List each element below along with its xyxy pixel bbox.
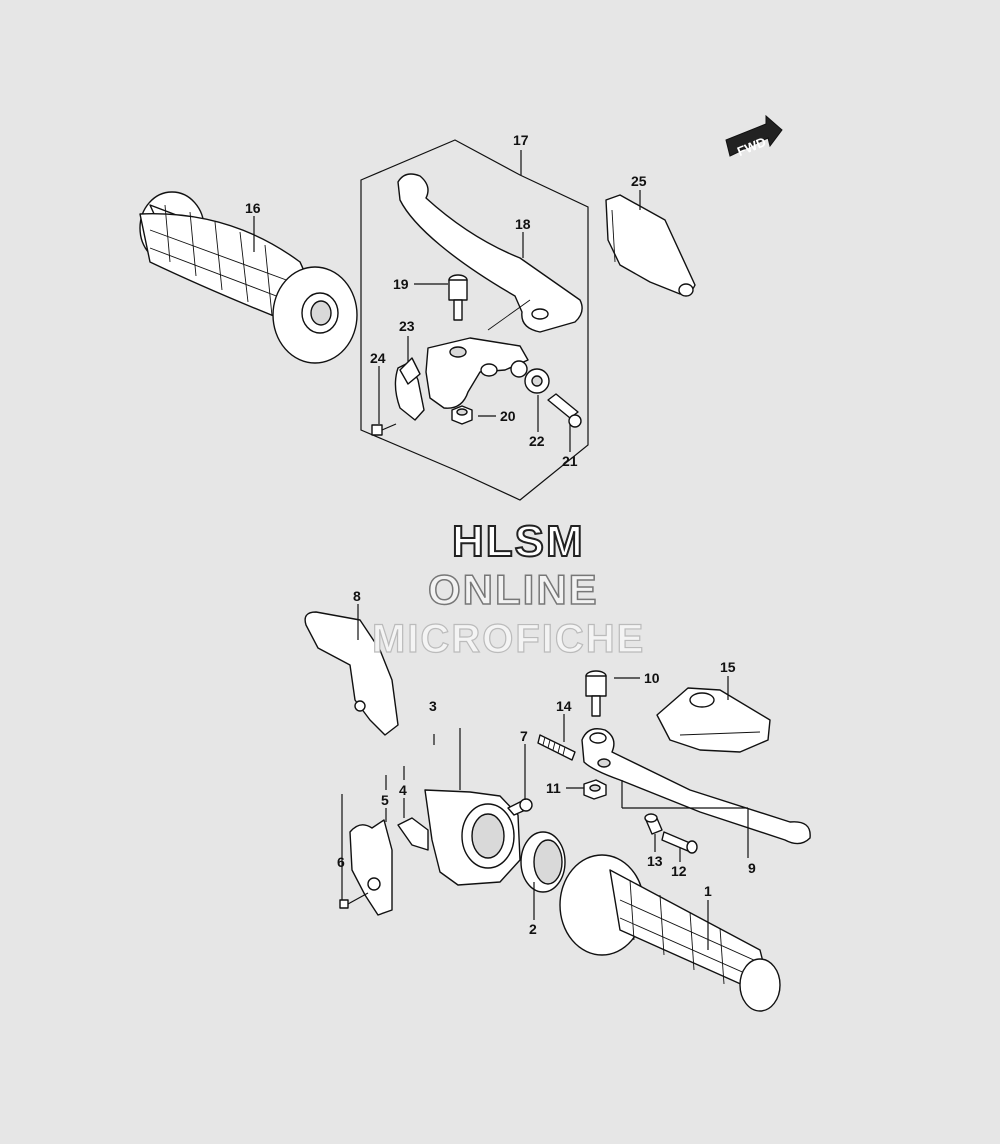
nut-20 [451,405,473,425]
screw-6 [339,892,369,909]
adjuster-22 [524,368,550,394]
bolt-10 [585,670,607,717]
plate-5 [349,819,393,916]
callout-15: 15 [720,659,736,675]
grip-16 [139,191,358,364]
part-4 [397,817,429,851]
screw-7 [507,798,533,816]
callout-8: 8 [353,588,361,604]
watermark-line-2: ONLINE [428,566,599,613]
callout-4: 4 [399,782,407,798]
callout-25: 25 [631,173,647,189]
nut-11 [583,779,607,800]
assembly-17-outline [360,139,589,501]
fwd-direction-badge: FWD [725,114,783,159]
ring-2 [520,831,566,893]
callout-14: 14 [556,698,572,714]
cover-8 [304,611,399,736]
callout-10: 10 [644,670,660,686]
callout-9: 9 [748,860,756,876]
watermark: HLSM ONLINE MICROFICHE [371,516,645,662]
callout-24: 24 [370,350,386,366]
callout-18: 18 [515,216,531,232]
callout-1: 1 [704,883,712,899]
callout-13: 13 [647,853,663,869]
watermark-line-3: MICROFICHE [372,617,645,661]
callout-labels: 17 16 25 18 19 23 24 20 22 21 8 10 15 3 … [245,132,756,937]
bolt-21 [547,393,582,428]
callout-20: 20 [500,408,516,424]
lever-holder-23 [425,337,529,409]
clamp-24 [394,357,425,421]
cover-25 [605,194,696,297]
callout-17: 17 [513,132,529,148]
callout-23: 23 [399,318,415,334]
collar-13 [644,813,663,835]
callout-11: 11 [546,780,561,796]
callout-21: 21 [562,453,578,469]
lever-18 [397,173,583,333]
cover-15 [656,687,771,753]
callout-22: 22 [529,433,545,449]
callout-6: 6 [337,854,345,870]
callout-2: 2 [529,921,537,937]
housing-3 [424,789,521,886]
grip-1 [559,854,781,1012]
screw-12 [661,831,698,854]
callout-12: 12 [671,863,687,879]
callout-5: 5 [381,792,389,808]
callout-19: 19 [393,276,409,292]
leader-lines [253,150,749,950]
watermark-line-1: HLSM [452,517,585,566]
bolt-19 [448,274,468,321]
callout-3: 3 [429,698,437,714]
pin-14 [537,734,576,761]
callout-16: 16 [245,200,261,216]
lever-9 [581,728,811,845]
callout-7: 7 [520,728,528,744]
screw-24 [371,423,397,436]
